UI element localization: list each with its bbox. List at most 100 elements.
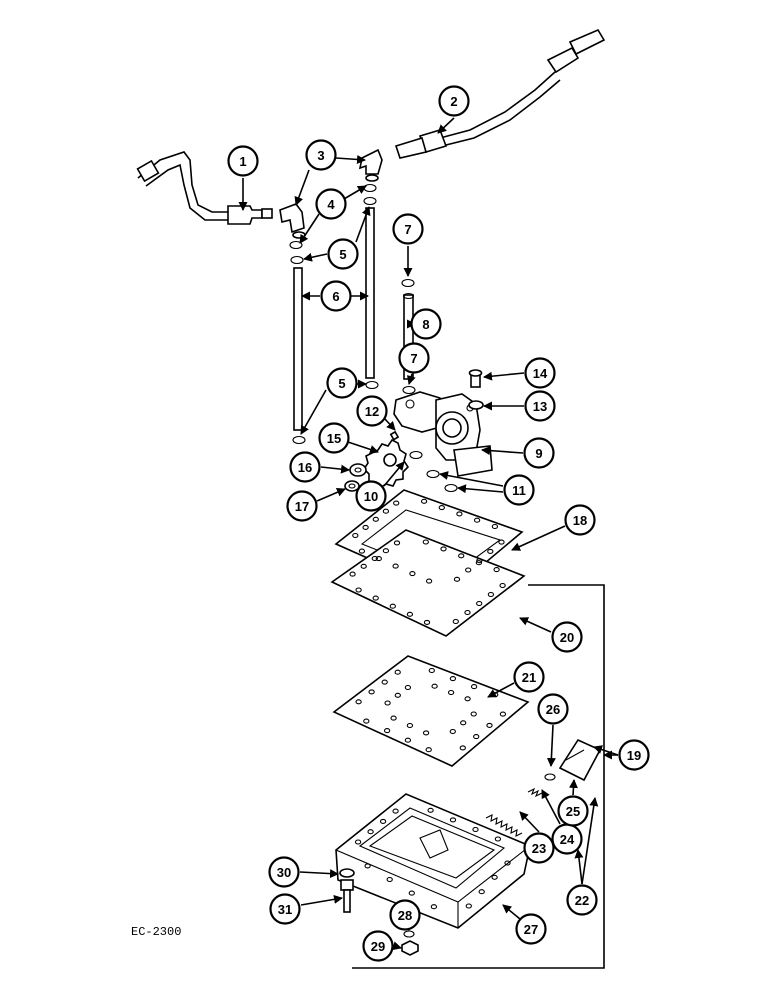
callout-circle [389,899,421,931]
callout-label: 7 [404,222,411,237]
bolt-hole [371,555,378,562]
bolt-hole [423,619,431,625]
bolt-hole [408,890,415,896]
bolt-hole [392,563,399,569]
leader-line-21 [487,682,515,698]
callout-circle [524,357,556,389]
bolt-hole [447,689,455,696]
callout-circle [410,308,442,340]
callout-circle [362,930,394,962]
callout-label: 2 [450,94,457,109]
callout-8: 8 [410,308,442,340]
callout-label: 13 [533,399,547,414]
leader-line-16 [320,464,350,474]
bolt-hole [487,548,494,554]
leader-line-26 [546,724,556,767]
callout-circle [355,480,387,512]
leader-line-5 [355,206,371,243]
bolt-hole [358,548,366,554]
callout-28: 28 [389,899,421,931]
bolt-hole [427,807,434,813]
callout-circle [326,367,358,399]
callout-20: 20 [551,621,583,653]
bolt-hole [464,696,471,702]
callout-label: 7 [410,351,417,366]
callout-label: 21 [522,670,536,685]
callout-circle [537,693,569,725]
callout-label: 6 [332,289,339,304]
bolt-hole [499,711,507,717]
callout-7: 7 [398,342,430,374]
bolt-hole [375,556,382,562]
callout-label: 20 [560,630,574,645]
bolt-hole [504,860,511,866]
bolt-hole [449,676,457,682]
group-bracket [352,584,605,969]
callout-label: 12 [365,404,379,419]
bolt-hole [438,505,445,511]
bolt-hole [460,720,467,726]
callout-circle [289,451,321,483]
bolt-hole [364,863,371,869]
callout-label: 16 [298,460,312,475]
bolt-hole [476,600,483,607]
callout-circle [523,832,555,864]
callout-label: 28 [398,908,412,923]
callout-12: 12 [356,395,388,427]
leader-line-30 [299,869,339,879]
bolt-hole [367,829,374,835]
callout-label: 30 [277,865,291,880]
bolt-hole [499,582,506,589]
leader-line-18 [511,525,566,551]
bolt-hole [498,539,505,545]
leader-line-15 [347,441,379,454]
bolt-hole [452,618,459,625]
leader-line-17 [316,488,346,502]
callout-label: 3 [317,148,324,163]
callout-label: 14 [533,366,548,381]
callout-23: 23 [523,832,555,864]
callout-27: 27 [515,913,547,945]
callout-label: 23 [532,841,546,856]
callout-label: 11 [512,483,526,498]
leader-line-20 [519,617,552,633]
callout-5: 5 [327,238,359,270]
bolt-hole [393,500,400,506]
callout-circle [356,395,388,427]
callout-circle [557,795,589,827]
callout-circle [515,913,547,945]
callout-4: 4 [315,188,347,220]
leader-line-4 [343,185,367,200]
callout-label: 27 [524,922,538,937]
bolt-hole [458,553,465,559]
callout-circle [398,342,430,374]
callout-13: 13 [524,390,556,422]
callout-label: 10 [364,489,378,504]
callout-21: 21 [513,661,545,693]
leader-line-2 [437,117,455,134]
callout-label: 4 [327,197,335,212]
left-pipe [136,151,273,225]
leader-line-11 [439,471,504,487]
bolt-hole [491,874,498,880]
o-rings [289,183,458,493]
bolt-hole [472,826,479,833]
callout-circle [320,280,352,312]
bolt-hole [406,611,414,617]
bolt-hole [386,876,393,883]
callout-circle [523,437,555,469]
callout-17: 17 [286,490,318,522]
bolt-hole [392,808,399,814]
bolt-hole [478,889,485,895]
callout-circle [269,893,301,925]
bolt-hole [473,517,481,523]
bolt-hole [379,818,387,824]
leader-line-3 [294,169,310,206]
pump-body [393,391,493,477]
callout-circle [438,85,470,117]
callout-circle [286,490,318,522]
bolt-hole [486,722,493,728]
callout-circle [392,213,424,245]
callout-circle [564,504,596,536]
